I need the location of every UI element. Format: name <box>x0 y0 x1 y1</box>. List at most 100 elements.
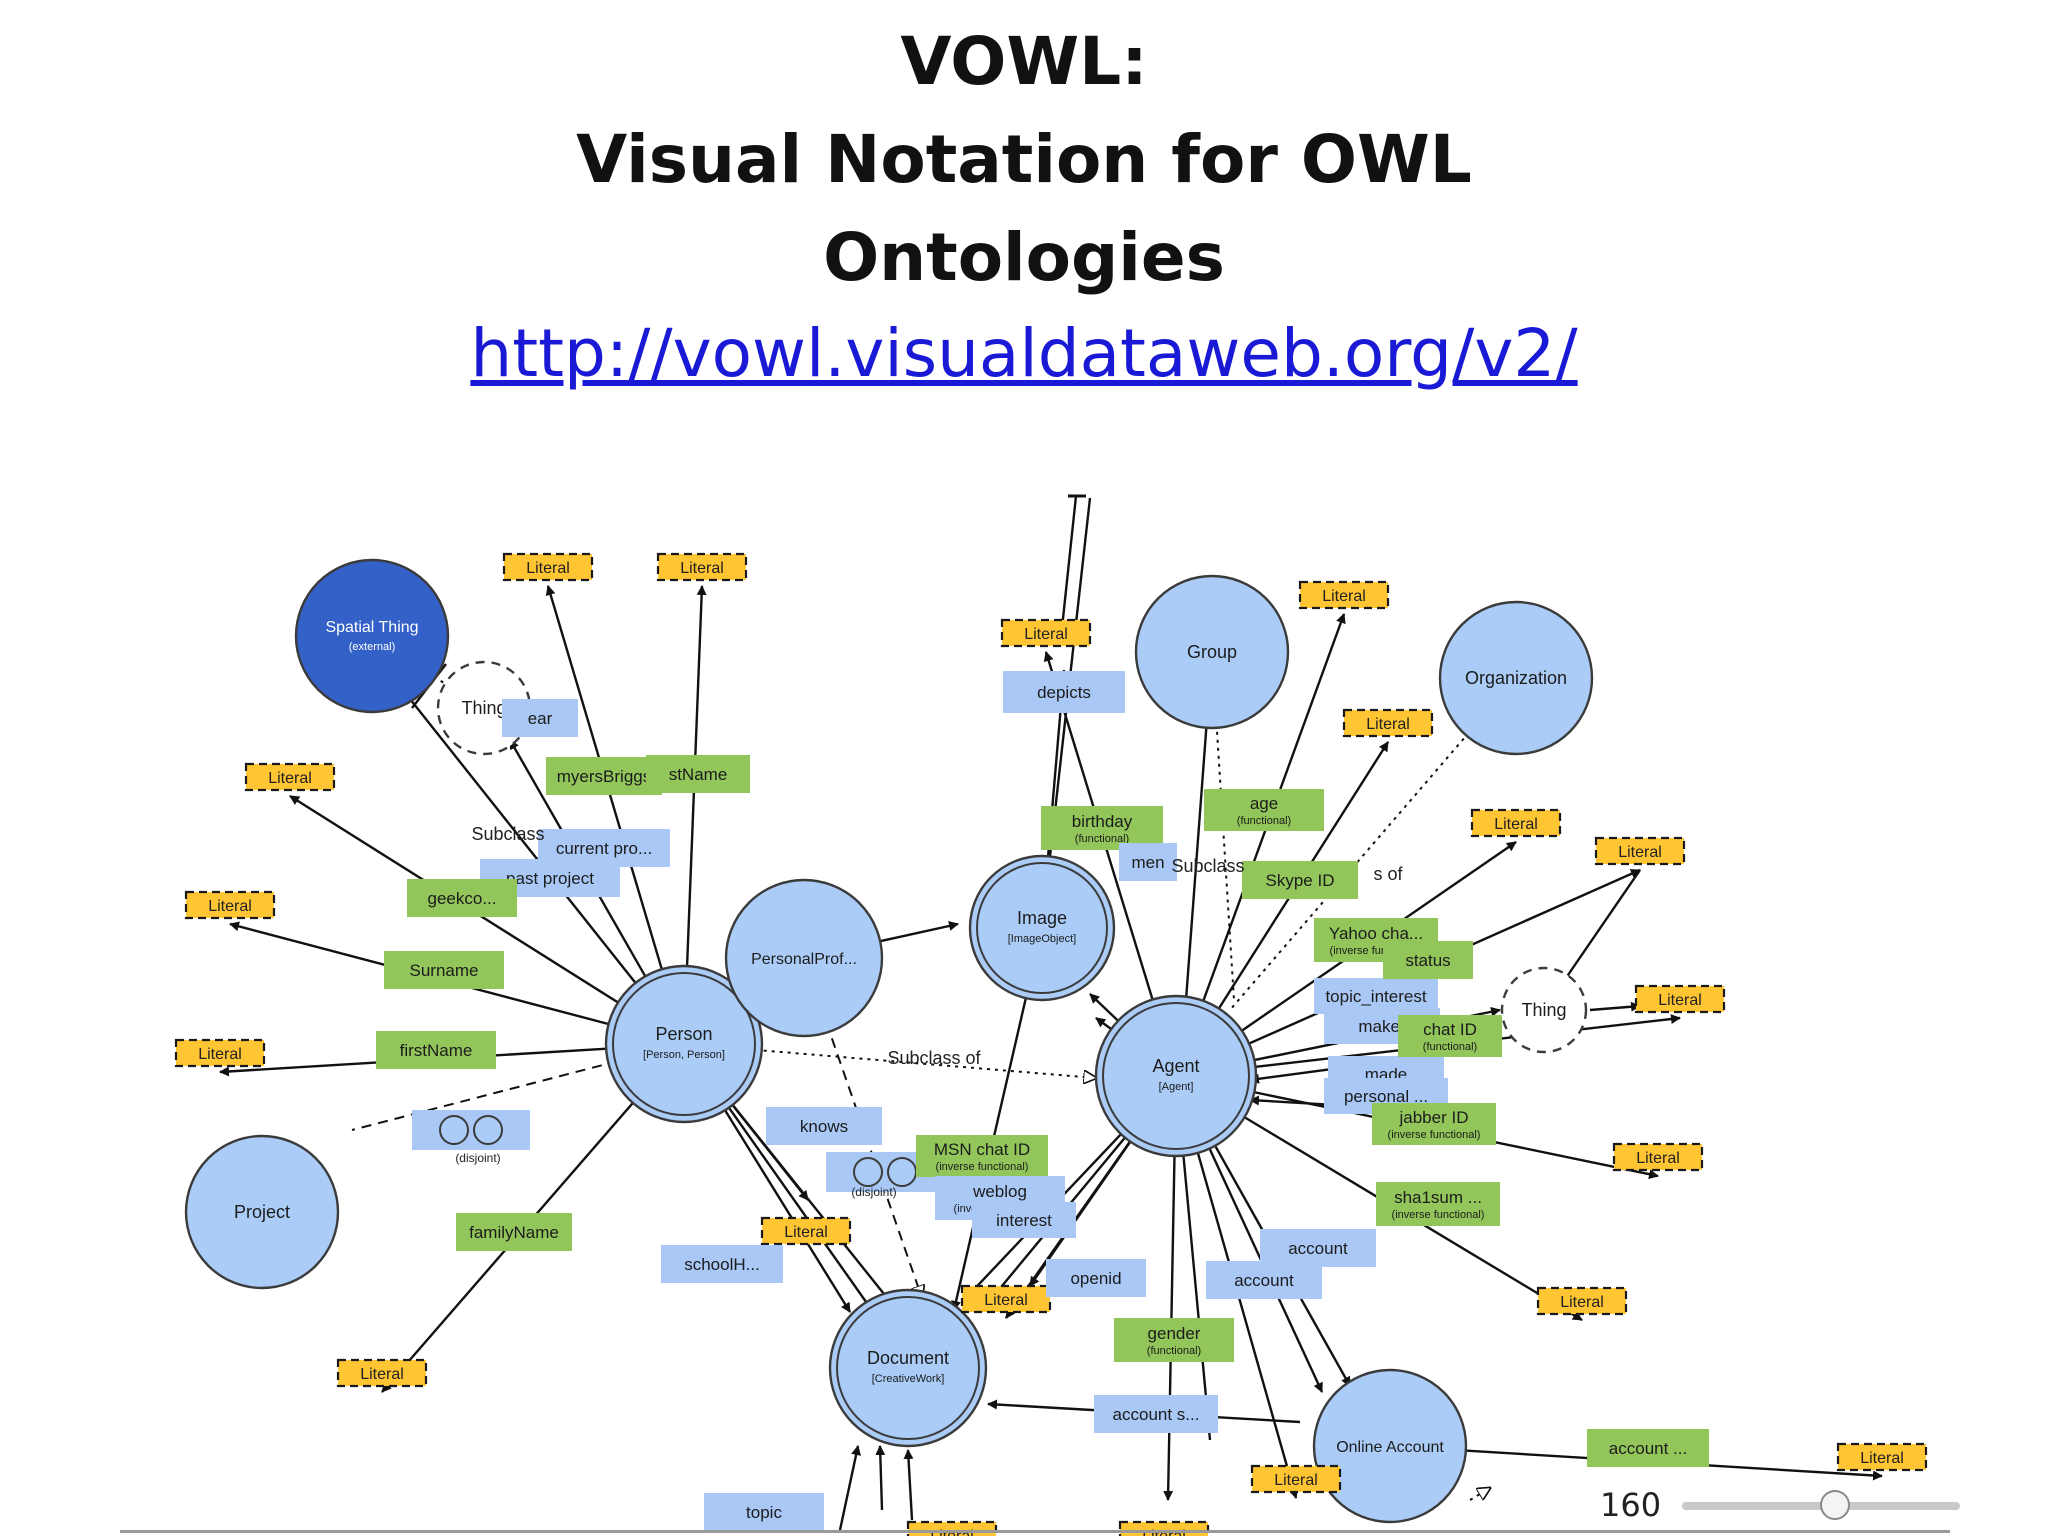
property-label-text: schoolH... <box>684 1255 760 1274</box>
literal-node[interactable]: Literal <box>1612 1142 1704 1172</box>
class-node-group[interactable]: Group <box>1134 574 1290 730</box>
literal-node[interactable]: Literal <box>184 890 276 920</box>
property-label-stname[interactable]: stName <box>646 755 750 793</box>
class-node-agent[interactable]: Agent[Agent] <box>1094 994 1258 1158</box>
class-node-online-account[interactable]: Online Account <box>1312 1368 1468 1524</box>
literal-node[interactable]: Literal <box>906 1520 998 1536</box>
class-node-circle[interactable] <box>968 854 1116 1002</box>
literal-node-box <box>244 762 336 792</box>
property-label-schoolh[interactable]: schoolH... <box>661 1245 783 1283</box>
literal-node[interactable]: Literal <box>656 552 748 582</box>
class-node-inner-ring <box>836 1296 980 1440</box>
property-label-text: knows <box>800 1117 848 1136</box>
property-label-text: myersBriggs <box>557 767 651 786</box>
property-label-geekco[interactable]: geekco... <box>407 879 517 917</box>
disjoint-marker[interactable] <box>412 1110 530 1150</box>
class-node-circle[interactable] <box>1094 994 1258 1158</box>
literal-node[interactable]: Literal <box>244 762 336 792</box>
property-label-account[interactable]: account <box>1206 1261 1322 1299</box>
property-label-account-s[interactable]: account s... <box>1094 1395 1218 1433</box>
edge-caption: Subclass <box>1171 856 1244 876</box>
literal-node[interactable]: Literal <box>960 1284 1052 1314</box>
class-node-project[interactable]: Project <box>184 1134 340 1290</box>
class-node-inner-ring <box>976 862 1108 994</box>
class-node-document[interactable]: Document[CreativeWork] <box>828 1288 988 1448</box>
property-label-firstname[interactable]: firstName <box>376 1031 496 1069</box>
property-label-men[interactable]: men <box>1119 843 1177 881</box>
property-label-box <box>1204 789 1324 831</box>
property-label-account[interactable]: account <box>1260 1229 1376 1267</box>
property-label-box <box>376 1031 496 1069</box>
property-label-text: openid <box>1070 1269 1121 1288</box>
literal-node[interactable]: Literal <box>336 1358 428 1388</box>
property-label-text: birthday <box>1072 812 1133 831</box>
property-label-jabber-id[interactable]: jabber ID(inverse functional) <box>1372 1103 1496 1145</box>
property-label-skype-id[interactable]: Skype ID <box>1242 861 1358 899</box>
class-node-circle[interactable] <box>1438 600 1594 756</box>
literal-node-label: Literal <box>1322 588 1366 605</box>
class-node-thing[interactable]: Thing <box>1500 966 1588 1054</box>
class-node-circle[interactable] <box>724 878 884 1038</box>
class-node-circle[interactable] <box>1312 1368 1468 1524</box>
property-label-msn-chat-id[interactable]: MSN chat ID(inverse functional) <box>916 1135 1048 1177</box>
property-label-yahoo-cha[interactable]: Yahoo cha...(inverse functional) <box>1314 918 1438 962</box>
edge-caption: Subclass <box>471 824 544 844</box>
literal-node[interactable]: Literal <box>502 552 594 582</box>
class-node-circle[interactable] <box>184 1134 340 1290</box>
literal-node[interactable]: Literal <box>1634 984 1726 1014</box>
literal-node[interactable]: Literal <box>1000 618 1092 648</box>
property-label-familyname[interactable]: familyName <box>456 1213 572 1251</box>
property-label-box <box>646 755 750 793</box>
literal-node[interactable]: Literal <box>1470 808 1562 838</box>
property-label-openid[interactable]: openid <box>1046 1259 1146 1297</box>
class-node-personalprof[interactable]: PersonalProf... <box>724 878 884 1038</box>
class-node-image[interactable]: Image[ImageObject] <box>968 854 1116 1002</box>
property-label-text: Skype ID <box>1266 871 1335 890</box>
literal-node[interactable]: Literal <box>1536 1286 1628 1316</box>
property-label-subtext: (functional) <box>1075 833 1129 845</box>
literal-node[interactable]: Literal <box>1342 708 1434 738</box>
property-label-birthday[interactable]: birthday (functional) <box>1041 806 1163 850</box>
class-node-circle[interactable] <box>604 964 764 1124</box>
class-node-label: Spatial Thing <box>325 619 418 636</box>
property-label-account[interactable]: account ... <box>1587 1429 1709 1467</box>
class-node-circle[interactable] <box>1500 966 1588 1054</box>
literal-node-label: Literal <box>784 1224 828 1241</box>
property-label-knows[interactable]: knows <box>766 1107 882 1145</box>
literal-node[interactable]: Literal <box>174 1038 266 1068</box>
property-label-sha1sum[interactable]: sha1sum ...(inverse functional) <box>1376 1182 1500 1226</box>
literal-node[interactable]: Literal <box>1594 836 1686 866</box>
property-label-gender[interactable]: gender(functional) <box>1114 1318 1234 1362</box>
class-node-circle[interactable] <box>294 558 450 714</box>
literal-node[interactable]: Literal <box>1298 580 1390 610</box>
property-label-topic[interactable]: topic <box>704 1493 824 1531</box>
class-node-circle[interactable] <box>828 1288 988 1448</box>
class-node-label: PersonalProf... <box>751 951 857 968</box>
vowl-link[interactable]: http://vowl.visualdataweb.org/v2/ <box>470 315 1578 392</box>
zoom-slider[interactable]: 160 <box>1600 1480 1970 1530</box>
property-label-past-project[interactable]: past project <box>480 859 620 897</box>
literal-node[interactable]: Literal <box>1836 1442 1928 1472</box>
literal-node[interactable]: Literal <box>1250 1464 1342 1494</box>
literal-node-label: Literal <box>526 560 570 577</box>
property-label-age[interactable]: age(functional) <box>1204 789 1324 831</box>
property-label-ear[interactable]: ear <box>502 699 578 737</box>
class-node-organization[interactable]: Organization <box>1438 600 1594 756</box>
class-node-person[interactable]: Person[Person, Person] <box>604 964 764 1124</box>
class-node-sublabel: (external) <box>349 641 395 653</box>
literal-node[interactable]: Literal <box>1118 1520 1210 1536</box>
property-label-chat-id[interactable]: chat ID(functional) <box>1398 1015 1502 1057</box>
property-label-depicts[interactable]: depicts <box>1003 671 1125 713</box>
literal-node[interactable]: Literal <box>760 1216 852 1246</box>
property-label-interest[interactable]: interest <box>972 1202 1076 1238</box>
class-node-spatial-thing[interactable]: Spatial Thing (external) <box>294 558 450 714</box>
zoom-thumb[interactable] <box>1819 1490 1850 1520</box>
property-label-surname[interactable]: Surname <box>384 951 504 989</box>
class-node-circle[interactable] <box>1134 574 1290 730</box>
property-label-box <box>1094 1395 1218 1433</box>
property-label-subtext: (functional) <box>1147 1345 1201 1357</box>
property-label-status[interactable]: status <box>1383 941 1473 979</box>
property-label-myersbriggs[interactable]: myersBriggs <box>546 757 662 795</box>
slide-title-line-2: Visual Notation for OWL <box>576 121 1472 198</box>
